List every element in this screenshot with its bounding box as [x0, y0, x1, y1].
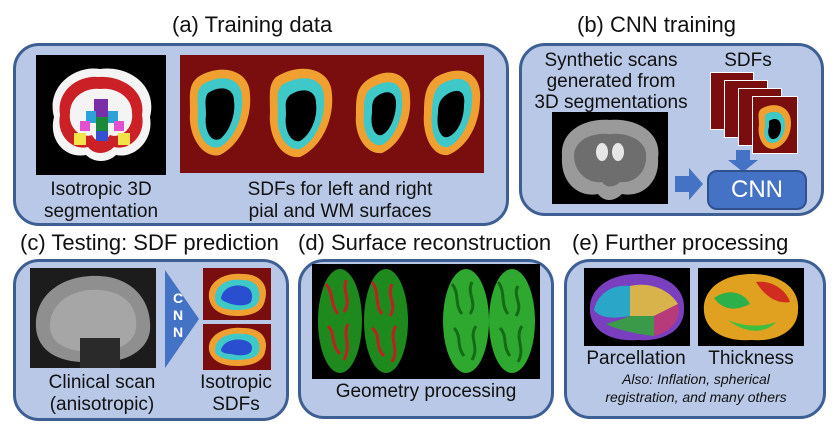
synthetic-scans-label: Synthetic scans generated from 3D segmen…: [534, 50, 688, 113]
clinical-scan-image: [30, 268, 156, 368]
sdf-stack-4: [752, 96, 798, 154]
panel-c-title: (c) Testing: SDF prediction: [20, 230, 279, 255]
panel-a-title: (a) Training data: [172, 12, 333, 37]
panel-a-caption-right: SDFs for left and right pial and WM surf…: [247, 179, 433, 222]
sdfs-label: SDFs: [724, 50, 772, 71]
thickness-image: [698, 268, 804, 346]
predicted-sdf-top: [203, 268, 271, 320]
panel-e-title: (e) Further processing: [572, 230, 789, 255]
panel-d-title: (d) Surface reconstruction: [298, 230, 552, 255]
cnn-vertical-label: CNN: [172, 290, 184, 340]
sdf-strip-image: [180, 55, 484, 173]
cnn-arrow-icon: [165, 270, 199, 368]
parcellation-label: Parcellation: [586, 348, 686, 369]
panel-c-caption-left: Clinical scan (anisotropic): [48, 372, 156, 415]
surface-reconstruction-image: [312, 264, 540, 379]
panel-a-caption-left: Isotropic 3D segmentation: [43, 179, 159, 222]
further-processing-note: Also: Inflation, spherical registration,…: [605, 371, 787, 405]
cnn-label: CNN: [731, 176, 783, 203]
panel-c-caption-right: Isotropic SDFs: [200, 372, 272, 415]
segmentation-image: [36, 55, 166, 175]
arrow-right-icon: [675, 168, 703, 200]
synthetic-scan-image: [552, 112, 668, 204]
arrow-down-icon: [728, 150, 758, 172]
predicted-sdf-bottom: [203, 324, 271, 370]
geometry-processing-caption: Geometry processing: [335, 381, 517, 402]
cnn-box: CNN: [707, 170, 807, 210]
panel-b-title: (b) CNN training: [577, 12, 736, 37]
parcellation-image: [584, 268, 690, 346]
thickness-label: Thickness: [708, 348, 794, 369]
